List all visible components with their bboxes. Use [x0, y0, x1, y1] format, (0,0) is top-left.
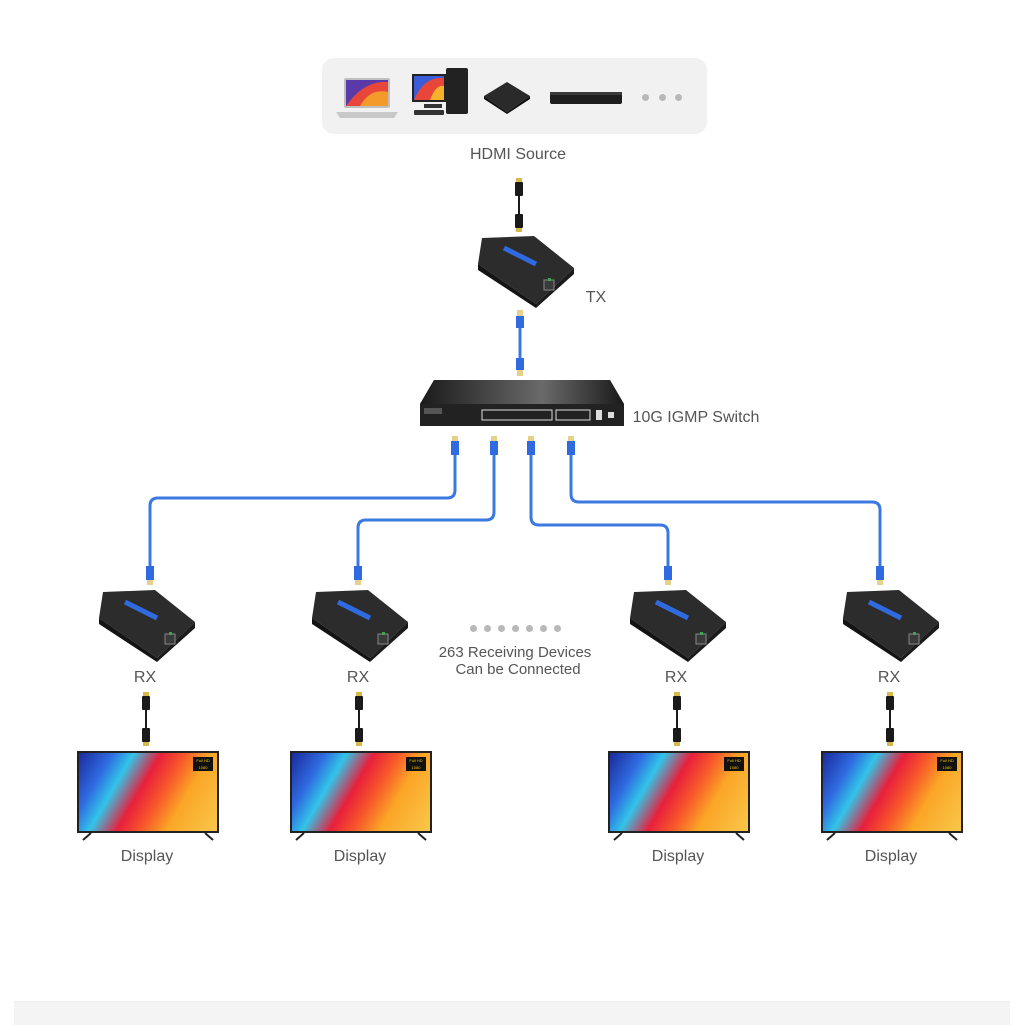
- rx-extender-device: [99, 590, 195, 662]
- tv-stand: [295, 832, 427, 841]
- display-label: Display: [651, 848, 705, 865]
- footer-band: [14, 1001, 1010, 1025]
- rx-label: RX: [664, 669, 688, 686]
- cable-to-rx-2: [356, 455, 496, 566]
- hdmi-source-panel: [322, 58, 707, 134]
- hdmi-source-label: HDMI Source: [469, 146, 567, 163]
- full-hd-badge: Full HD 1080: [406, 757, 426, 771]
- more-dot: [659, 94, 666, 101]
- rx-extender-device: [843, 590, 939, 662]
- display-label: Display: [120, 848, 174, 865]
- tv-display: Full HD 1080: [821, 751, 963, 833]
- blu-ray-player-icon: [550, 92, 622, 104]
- tv-stand: [826, 832, 958, 841]
- receiver-count-note-line1: 263 Receiving Devices: [438, 644, 592, 661]
- tv-display: Full HD 1080: [608, 751, 750, 833]
- rx-extender-device: [312, 590, 408, 662]
- igmp-switch-device: [420, 380, 624, 426]
- hdmi-cable: [142, 692, 150, 746]
- ethernet-cable: [516, 310, 524, 376]
- set-top-box-icon: [484, 82, 530, 114]
- hdmi-cable: [673, 692, 681, 746]
- tv-stand: [82, 832, 214, 841]
- tx-extender-device: [478, 236, 574, 308]
- rx-label: RX: [877, 669, 901, 686]
- full-hd-badge: Full HD 1080: [937, 757, 957, 771]
- cable-to-rx-1: [148, 455, 457, 566]
- tv-display: Full HD 1080: [290, 751, 432, 833]
- display-label: Display: [333, 848, 387, 865]
- laptop-icon: [336, 78, 398, 118]
- hdmi-cable: [886, 692, 894, 746]
- switch-label: 10G IGMP Switch: [632, 409, 760, 426]
- hdmi-cable: [355, 692, 363, 746]
- receiver-count-note-line2: Can be Connected: [455, 661, 581, 678]
- rx-label: RX: [346, 669, 370, 686]
- desktop-pc-icon: [412, 68, 468, 115]
- full-hd-badge: Full HD 1080: [724, 757, 744, 771]
- cable-to-rx-4: [569, 455, 882, 566]
- rx-extender-device: [630, 590, 726, 662]
- display-label: Display: [864, 848, 918, 865]
- tv-display: Full HD 1080: [77, 751, 219, 833]
- cable-to-rx-3: [529, 455, 670, 566]
- rx-label: RX: [133, 669, 157, 686]
- tx-label: TX: [585, 289, 607, 306]
- tv-stand: [613, 832, 745, 841]
- full-hd-badge: Full HD 1080: [193, 757, 213, 771]
- more-dot: [675, 94, 682, 101]
- more-dot: [642, 94, 649, 101]
- hdmi-cable: [515, 178, 523, 232]
